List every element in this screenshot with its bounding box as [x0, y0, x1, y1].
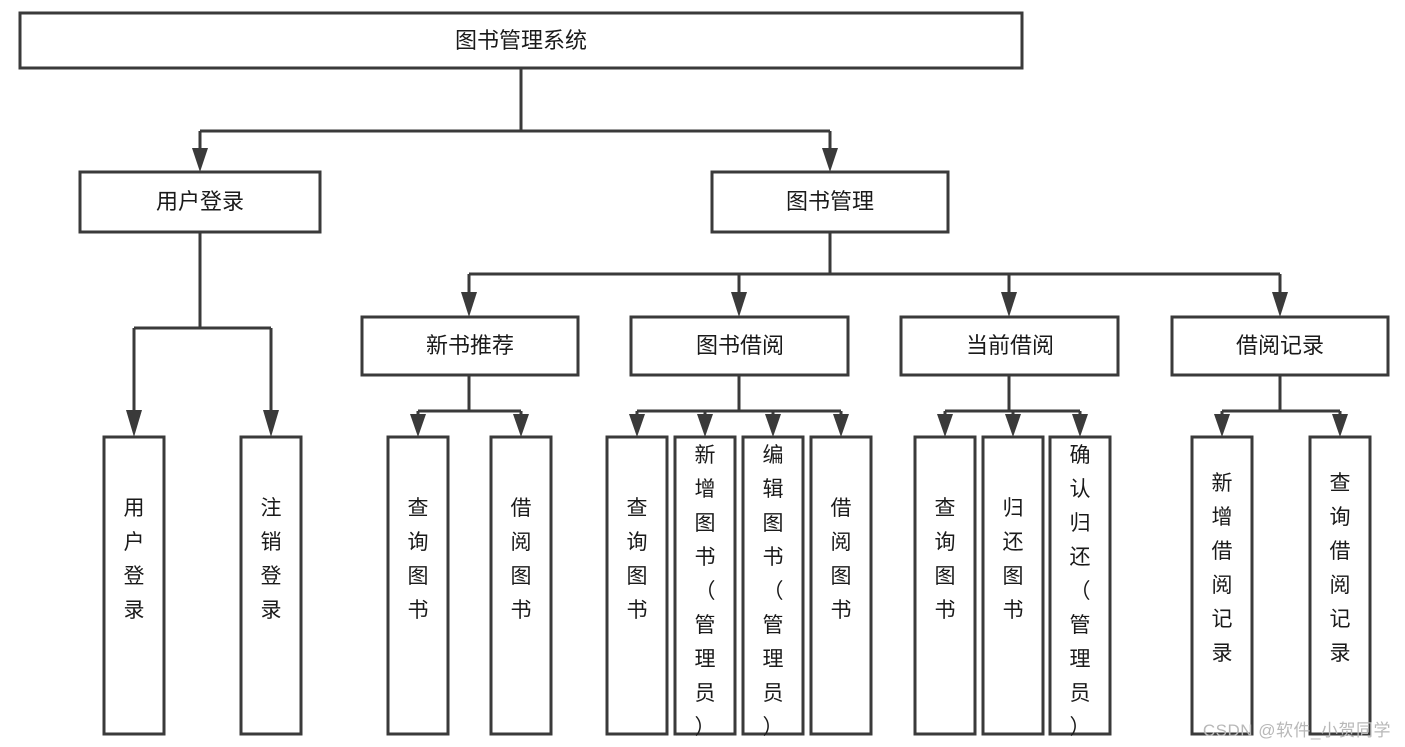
arrow-head-leaf-current-3 [1072, 414, 1088, 437]
leaf-borrow-query-box[interactable] [605, 435, 669, 736]
node-book-borrow-label: 图书借阅 [696, 333, 784, 358]
node-root-label: 图书管理系统 [455, 28, 587, 53]
arrow-head-user-login [192, 148, 208, 172]
node-book-management-label: 图书管理 [786, 189, 874, 214]
arrow-head-book-mgmt [822, 148, 838, 172]
leaf-current-confirm-return-label: 确认归还（管理员） [1070, 444, 1091, 739]
leaf-newbook-borrow-label: 借阅图书 [511, 497, 532, 622]
leaf-record-add-label: 新增借阅记录 [1212, 472, 1233, 665]
leaf-user-login-logout-label: 注销登录 [261, 497, 282, 622]
node-root-box[interactable] [18, 11, 1024, 70]
node-user-login-label: 用户登录 [156, 189, 244, 214]
leaf-user-login-login[interactable]: 用户登录 [102, 435, 166, 736]
leaf-borrow-borrow-label: 借阅图书 [831, 497, 852, 622]
node-current-borrow-box[interactable] [899, 315, 1120, 377]
leaf-user-login-login-box[interactable] [102, 435, 166, 736]
leaf-record-query-label: 查询借阅记录 [1330, 472, 1351, 665]
leaf-current-confirm-return[interactable]: 确认归还（管理员） [1048, 435, 1112, 739]
node-root[interactable]: 图书管理系统 [18, 11, 1024, 70]
node-user-login[interactable]: 用户登录 [78, 170, 322, 234]
csdn-watermark: CSDN @软件_小贺同学 [1202, 721, 1391, 740]
leaf-record-query-box[interactable] [1308, 435, 1372, 736]
arrow-head-borrow [731, 292, 747, 317]
leaf-borrow-query-label: 查询图书 [627, 497, 648, 622]
leaf-current-query-box[interactable] [913, 435, 977, 736]
arrow-head-current [1001, 292, 1017, 317]
leaf-current-return[interactable]: 归还图书 [981, 435, 1045, 736]
leaf-borrow-borrow-box[interactable] [809, 435, 873, 736]
node-book-management-box[interactable] [710, 170, 950, 234]
leaf-newbook-query-box[interactable] [386, 435, 450, 736]
node-book-borrow-box[interactable] [629, 315, 850, 377]
leaf-borrow-add[interactable]: 新增图书（管理员） [673, 435, 737, 739]
leaf-record-add[interactable]: 新增借阅记录 [1190, 435, 1254, 736]
arrow-head-leaf-record-1 [1214, 414, 1230, 437]
arrow-head-leaf-borrow-3 [765, 414, 781, 437]
leaf-current-query[interactable]: 查询图书 [913, 435, 977, 736]
node-book-borrow[interactable]: 图书借阅 [629, 315, 850, 377]
leaf-newbook-borrow-box[interactable] [489, 435, 553, 736]
node-borrow-record[interactable]: 借阅记录 [1170, 315, 1390, 377]
node-user-login-box[interactable] [78, 170, 322, 234]
node-new-book-recommend[interactable]: 新书推荐 [360, 315, 580, 377]
leaf-current-return-box[interactable] [981, 435, 1045, 736]
arrow-head-leaf-borrow-2 [697, 414, 713, 437]
leaf-user-login-logout-box[interactable] [239, 435, 303, 736]
arrow-head-leaf-borrow-1 [629, 414, 645, 437]
node-borrow-record-box[interactable] [1170, 315, 1390, 377]
connector-group [126, 68, 1348, 437]
leaf-current-confirm-return-box[interactable] [1048, 435, 1112, 736]
leaf-borrow-add-label: 新增图书（管理员） [695, 444, 716, 739]
leaf-newbook-query-label: 查询图书 [408, 497, 429, 622]
leaf-borrow-edit[interactable]: 编辑图书（管理员） [741, 435, 805, 739]
leaf-record-add-box[interactable] [1190, 435, 1254, 736]
leaf-current-query-label: 查询图书 [935, 497, 956, 622]
arrow-head-leaf-record-2 [1332, 414, 1348, 437]
leaf-current-return-label: 归还图书 [1003, 497, 1024, 622]
arrow-head-leaf-newbook-2 [513, 414, 529, 437]
leaf-borrow-edit-box[interactable] [741, 435, 805, 736]
node-book-management[interactable]: 图书管理 [710, 170, 950, 234]
arrow-head-leaf-borrow-4 [833, 414, 849, 437]
leaf-record-query[interactable]: 查询借阅记录 [1308, 435, 1372, 736]
leaf-borrow-add-box[interactable] [673, 435, 737, 736]
node-new-book-recommend-label: 新书推荐 [426, 333, 514, 358]
node-current-borrow[interactable]: 当前借阅 [899, 315, 1120, 377]
leaf-borrow-edit-label: 编辑图书（管理员） [763, 444, 784, 739]
leaf-newbook-borrow[interactable]: 借阅图书 [489, 435, 553, 736]
arrow-head-leaf-newbook-1 [410, 414, 426, 437]
arrow-head-leaf-current-2 [1005, 414, 1021, 437]
leaf-user-login-logout[interactable]: 注销登录 [239, 435, 303, 736]
leaf-borrow-query[interactable]: 查询图书 [605, 435, 669, 736]
node-new-book-recommend-box[interactable] [360, 315, 580, 377]
node-current-borrow-label: 当前借阅 [966, 333, 1054, 358]
arrow-head-leaf-current-1 [937, 414, 953, 437]
arrow-head-leaf-user-login-1 [126, 410, 142, 437]
arrow-head-newbook [461, 292, 477, 317]
arrow-head-record [1272, 292, 1288, 317]
arrow-head-leaf-user-login-2 [263, 410, 279, 437]
leaf-borrow-borrow[interactable]: 借阅图书 [809, 435, 873, 736]
leaf-newbook-query[interactable]: 查询图书 [386, 435, 450, 736]
leaf-user-login-login-label: 用户登录 [124, 497, 145, 622]
node-borrow-record-label: 借阅记录 [1236, 333, 1324, 358]
